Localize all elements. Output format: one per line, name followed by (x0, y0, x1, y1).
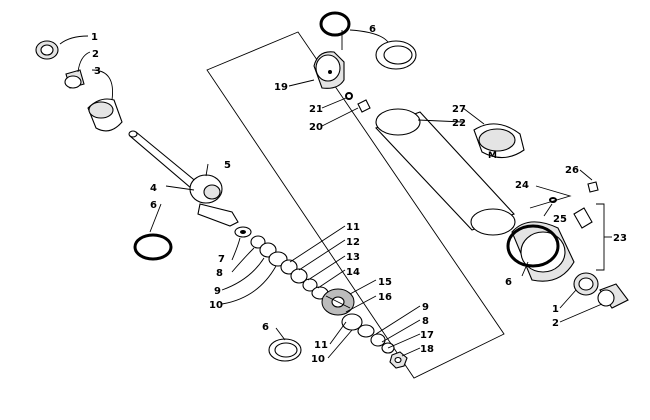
callout-14: 14 (346, 267, 360, 278)
part-6-o-ring-shaft (133, 233, 173, 261)
callout-25: 25 (553, 214, 567, 225)
part-23-end-body (511, 221, 575, 282)
callout-1: 1 (91, 32, 98, 43)
callout-18: 18 (420, 344, 434, 355)
callout-7: 7 (218, 254, 225, 265)
callout-8: 8 (216, 268, 223, 279)
callout-21: 21 (309, 104, 323, 115)
callout-9: 9 (214, 286, 221, 297)
part-1-cap-right (573, 272, 599, 296)
callout-17: 17 (420, 330, 434, 341)
callout-4: 4 (150, 183, 157, 194)
callout-10: 10 (209, 300, 223, 311)
part-22-body-tube (375, 108, 516, 236)
callout-27: 27 (452, 104, 466, 115)
part-2-bushing-left (64, 69, 85, 89)
callout-26: 26 (565, 165, 579, 176)
callout-9: 9 (422, 302, 429, 313)
valve-stack (234, 226, 408, 369)
callout-10: 10 (311, 354, 325, 365)
part-26-bleed-screw (587, 181, 599, 193)
callout-22: 22 (452, 118, 466, 129)
callout-16: 16 (378, 292, 392, 303)
callout-23: 23 (613, 233, 627, 244)
callout-11: 11 (346, 222, 360, 233)
callout-6: 6 (369, 24, 376, 35)
callout-12: 12 (346, 237, 360, 248)
callout-13: 13 (346, 252, 360, 263)
callout-5: 5 (224, 160, 231, 171)
part-19-floating-piston (313, 51, 345, 89)
callout-8: 8 (422, 316, 429, 327)
callout-15: 15 (378, 277, 392, 288)
assembly-frame (206, 31, 505, 379)
part-3-bumper (87, 98, 123, 132)
callout-2: 2 (552, 318, 559, 329)
part-24-fitting (573, 207, 593, 229)
callout-24: 24 (515, 180, 529, 191)
callout-labels: 1 2 3 4 5 6 6 6 6 7 8 9 10 11 12 13 14 1… (91, 24, 627, 365)
callout-19: 19 (274, 82, 288, 93)
part-27-decal: M (473, 123, 525, 161)
part-5-shaft-eye (189, 174, 239, 227)
part-18-nut (389, 351, 408, 369)
part-6-wear-band-bottom (268, 338, 302, 362)
callout-20: 20 (309, 122, 323, 133)
callout-6: 6 (150, 200, 157, 211)
callout-3: 3 (94, 66, 101, 77)
part-2-bushing-right (597, 283, 629, 309)
callout-6: 6 (505, 277, 512, 288)
part-6-o-ring-top (319, 11, 351, 37)
part-6-o-ring-right (506, 224, 560, 268)
callout-6: 6 (262, 322, 269, 333)
callout-11: 11 (314, 340, 328, 351)
part-1-cap-left (35, 40, 59, 60)
part-20-valve-stem (357, 99, 371, 113)
svg-text:M: M (488, 151, 497, 161)
part-15-piston (321, 288, 355, 316)
part-21-o-ring-small (345, 92, 353, 100)
callout-2: 2 (92, 49, 99, 60)
part-6-wear-band-top (375, 40, 417, 70)
callout-1: 1 (552, 304, 559, 315)
leader-lines (59, 29, 612, 359)
